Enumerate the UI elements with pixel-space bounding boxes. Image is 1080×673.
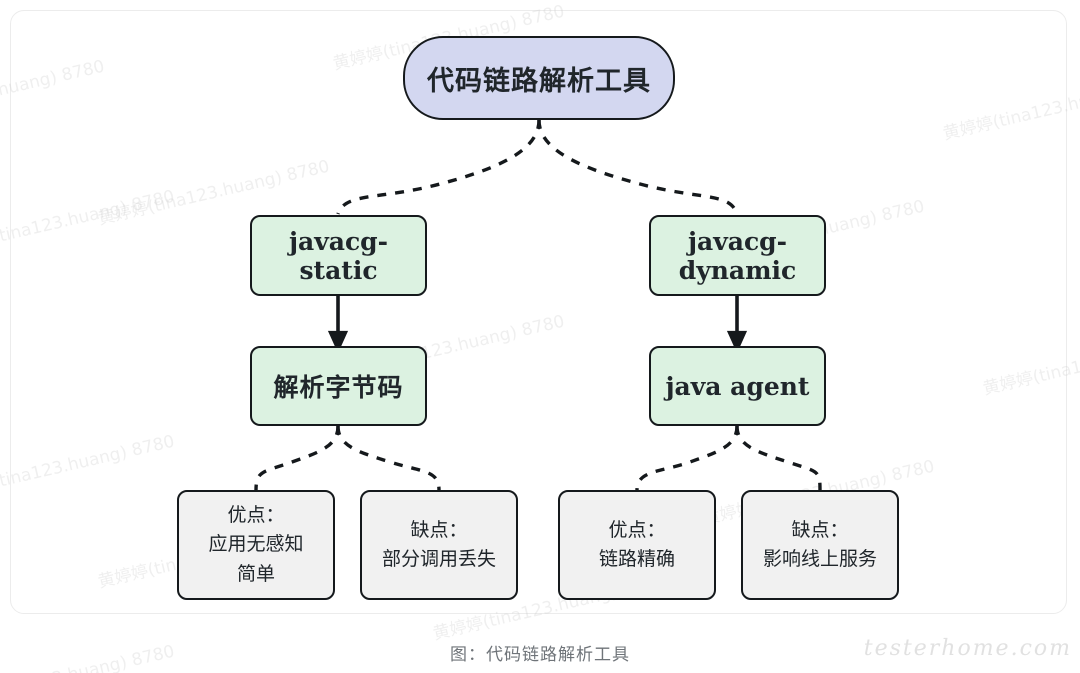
node-dynamic-cons-line: 缺点： — [791, 518, 849, 541]
node-static-pros-line: 优点： — [227, 503, 285, 526]
node-dynamic-cons-line: 影响线上服务 — [762, 548, 877, 570]
node-java-agent[interactable]: java agent — [649, 346, 826, 426]
node-dynamic-pros-line: 链路精确 — [598, 548, 675, 570]
watermark-text: 黄婷婷(tina123.huang) 8780 — [0, 186, 177, 260]
node-java-agent-label: java agent — [665, 371, 810, 401]
node-javacg-static[interactable]: javacg-static — [250, 215, 427, 296]
node-dynamic-pros-line: 优点： — [608, 518, 666, 541]
watermark-text: 黄婷婷(tina123.huang) 8780 — [0, 56, 107, 130]
node-javacg-dynamic[interactable]: javacg-dynamic — [649, 215, 826, 296]
node-dynamic-pros[interactable]: 优点： 链路精确 — [558, 490, 716, 600]
watermark-text: 黄婷婷(tina123.huang) 8780 — [0, 431, 177, 505]
node-static-pros[interactable]: 优点： 应用无感知 简单 — [177, 490, 335, 600]
node-static-cons-line: 部分调用丢失 — [381, 548, 496, 570]
node-parse-bytecode[interactable]: 解析字节码 — [250, 346, 427, 426]
node-parse-bytecode-label: 解析字节码 — [273, 373, 404, 402]
node-dynamic-cons[interactable]: 缺点： 影响线上服务 — [741, 490, 899, 600]
edge-parse-bytecode-to-static-cons — [336, 425, 441, 491]
node-static-cons-line: 缺点： — [410, 518, 468, 541]
testerhome-brand-watermark: testerhome.com — [863, 636, 1072, 661]
node-root[interactable]: 代码链路解析工具 — [403, 36, 675, 120]
edge-java-agent-to-dynamic-pros — [635, 425, 739, 491]
watermark-text: 黄婷婷(tina123.huang) 8780 — [981, 327, 1080, 400]
node-static-cons[interactable]: 缺点： 部分调用丢失 — [360, 490, 518, 600]
node-javacg-dynamic-label: javacg-dynamic — [678, 226, 797, 285]
node-javacg-static-label: javacg-static — [288, 226, 389, 285]
edge-parse-bytecode-to-static-pros — [254, 425, 340, 491]
node-static-pros-line: 简单 — [236, 562, 275, 585]
figure-caption: 图：代码链路解析工具 — [450, 645, 630, 665]
node-root-label: 代码链路解析工具 — [427, 65, 651, 97]
edge-java-agent-to-dynamic-cons — [735, 425, 822, 491]
edge-root-to-javacg-static — [336, 119, 541, 215]
watermark-text: 黄婷婷(tina123.huang) 8780 — [941, 72, 1080, 145]
edge-root-to-javacg-dynamic — [537, 119, 739, 215]
node-static-pros-line: 应用无感知 — [208, 533, 304, 556]
